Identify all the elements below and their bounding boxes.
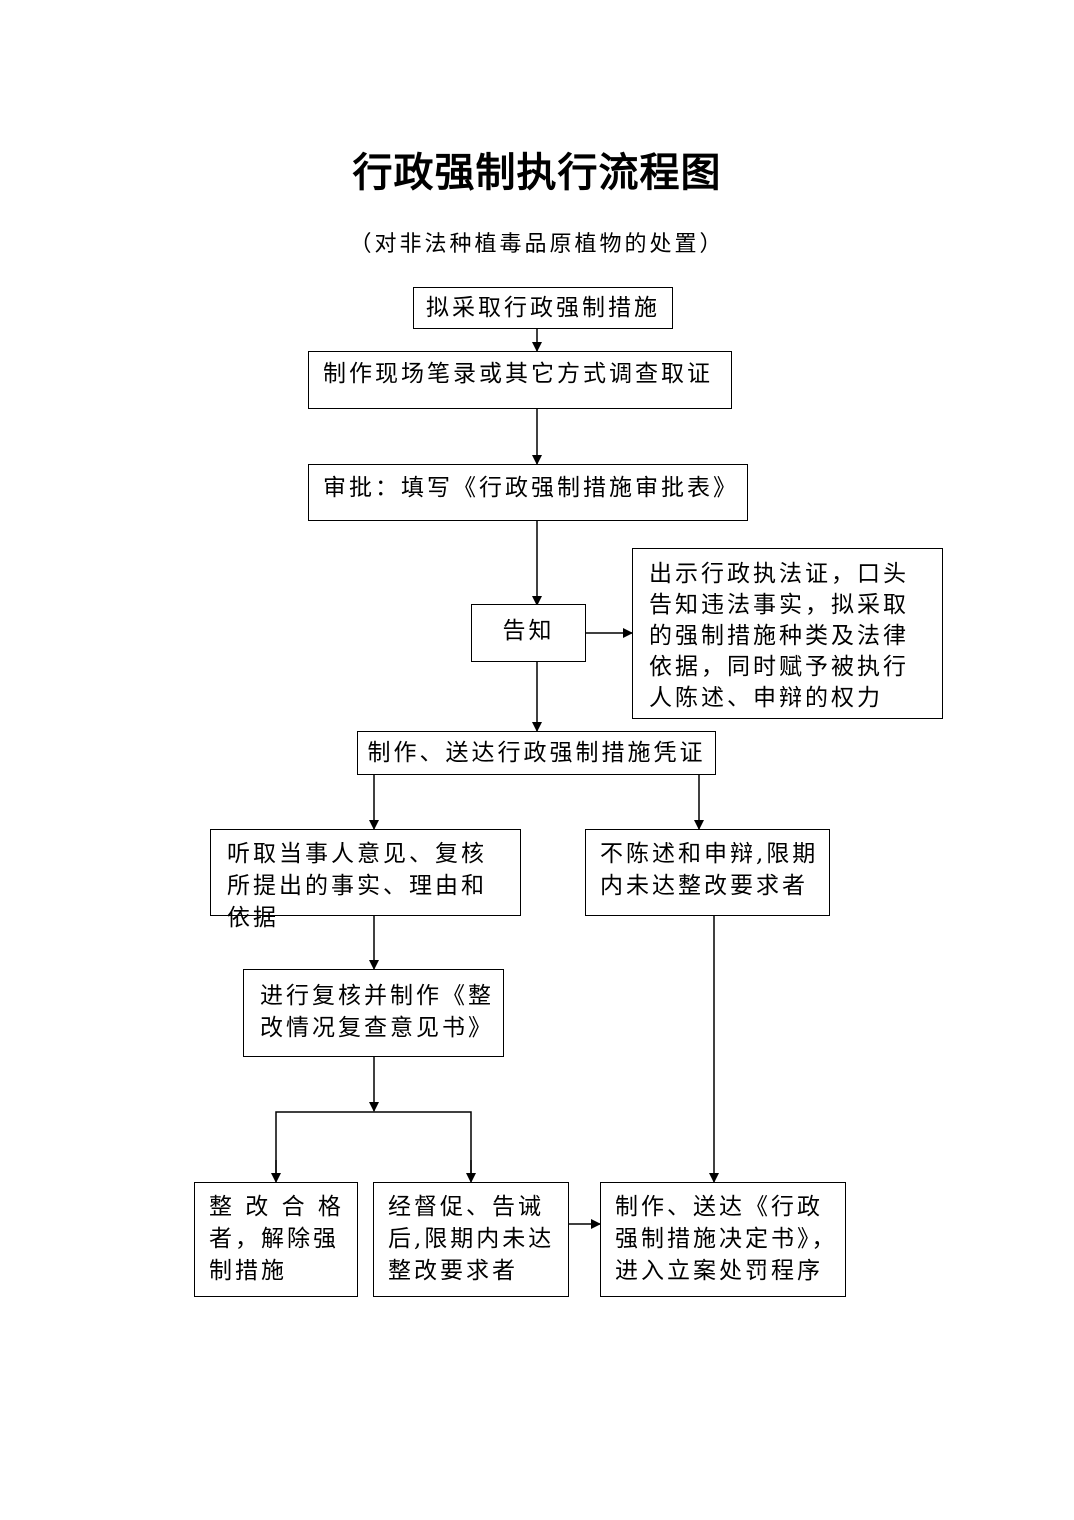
node-plan-measure: 拟采取行政强制措施 xyxy=(413,287,673,329)
node-approval: 审批：填写《行政强制措施审批表》 xyxy=(308,464,748,521)
node-qualified-text: 整 改 合 格 者，解除强制措施 xyxy=(209,1194,355,1284)
diagram-title: 行政强制执行流程图 xyxy=(352,149,722,196)
node-approval-text: 审批：填写《行政强制措施审批表》 xyxy=(323,475,739,501)
node-hear-opinion-text: 听取当事人意见、复核所提出的事实、理由和依据 xyxy=(227,841,487,931)
node-plan-measure-text: 拟采取行政强制措施 xyxy=(426,295,660,321)
node-qualified: 整 改 合 格 者，解除强制措施 xyxy=(194,1182,358,1297)
split-line xyxy=(275,1111,472,1181)
node-notify-text: 告知 xyxy=(502,618,555,644)
node-hear-opinion: 听取当事人意见、复核所提出的事实、理由和依据 xyxy=(210,829,521,931)
node-investigate: 制作现场笔录或其它方式调查取证 xyxy=(308,351,732,409)
node-not-qualified: 经督促、告诫后,限期内未达整改要求者 xyxy=(373,1182,569,1297)
node-review-text: 进行复核并制作《整改情况复查意见书》 xyxy=(260,983,494,1041)
node-notify-detail-text: 出示行政执法证，口头告知违法事实，拟采取的强制措施种类及法律依据，同时赋予被执行… xyxy=(649,561,909,711)
node-notify: 告知 xyxy=(471,604,586,662)
node-no-statement-text: 不陈述和申辩,限期内未达整改要求者 xyxy=(600,841,819,899)
node-notify-detail: 出示行政执法证，口头告知违法事实，拟采取的强制措施种类及法律依据，同时赋予被执行… xyxy=(632,548,943,719)
node-decision: 制作、送达《行政强制措施决定书》，进入立案处罚程序 xyxy=(600,1182,846,1297)
node-decision-text: 制作、送达《行政强制措施决定书》，进入立案处罚程序 xyxy=(615,1194,838,1284)
node-review: 进行复核并制作《整改情况复查意见书》 xyxy=(243,969,504,1057)
node-deliver-voucher: 制作、送达行政强制措施凭证 xyxy=(357,731,716,775)
diagram-subtitle: （对非法种植毒品原植物的处置） xyxy=(349,232,725,257)
node-not-qualified-text: 经督促、告诫后,限期内未达整改要求者 xyxy=(388,1194,555,1284)
node-deliver-voucher-text: 制作、送达行政强制措施凭证 xyxy=(367,740,706,766)
node-no-statement: 不陈述和申辩,限期内未达整改要求者 xyxy=(585,829,830,916)
node-investigate-text: 制作现场笔录或其它方式调查取证 xyxy=(323,361,713,387)
